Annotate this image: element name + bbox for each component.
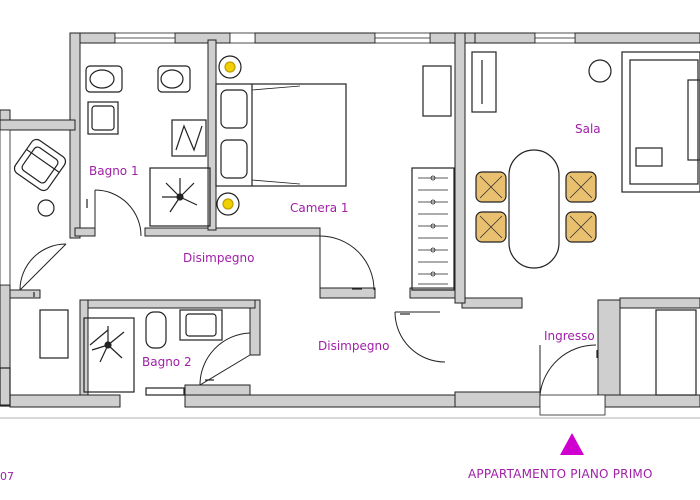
windows — [0, 32, 606, 416]
bagno1-fixtures — [85, 65, 211, 227]
cabinet — [655, 309, 697, 396]
radiator — [0, 367, 11, 407]
room-label-bagno2: Bagno 2 — [142, 355, 192, 369]
floor-lamp-icon — [588, 59, 612, 83]
plan-title: APPARTAMENTO PIANO PRIMO — [468, 467, 653, 481]
exterior-walls — [0, 32, 700, 408]
sideboard — [471, 51, 497, 113]
shower-drain-icon — [162, 178, 198, 213]
room-label-ingresso: Ingresso — [544, 329, 595, 343]
bedside-lamp-icon — [216, 55, 242, 216]
wardrobe — [411, 167, 455, 291]
lamp-icon — [37, 199, 55, 217]
armchair-icon — [13, 138, 67, 192]
sofa — [621, 51, 700, 193]
room-label-sala: Sala — [575, 122, 601, 136]
room-label-camera1: Camera 1 — [290, 201, 349, 215]
double-bed — [215, 83, 347, 187]
room-label-bagno1: Bagno 1 — [89, 164, 139, 178]
triangle-up-icon — [560, 433, 584, 455]
bagno2-fixtures — [83, 309, 223, 396]
room-label-disimpegno-top: Disimpegno — [183, 251, 255, 265]
door-latch-icon — [33, 199, 598, 381]
side-table — [635, 147, 663, 167]
desk — [422, 65, 452, 117]
closet — [39, 309, 69, 359]
room-label-disimpegno-bottom: Disimpegno — [318, 339, 390, 353]
dining-table — [508, 149, 560, 269]
dining-chair-icon — [475, 171, 597, 243]
plan-code-fragment: 07 — [0, 470, 14, 483]
doors — [19, 189, 597, 396]
